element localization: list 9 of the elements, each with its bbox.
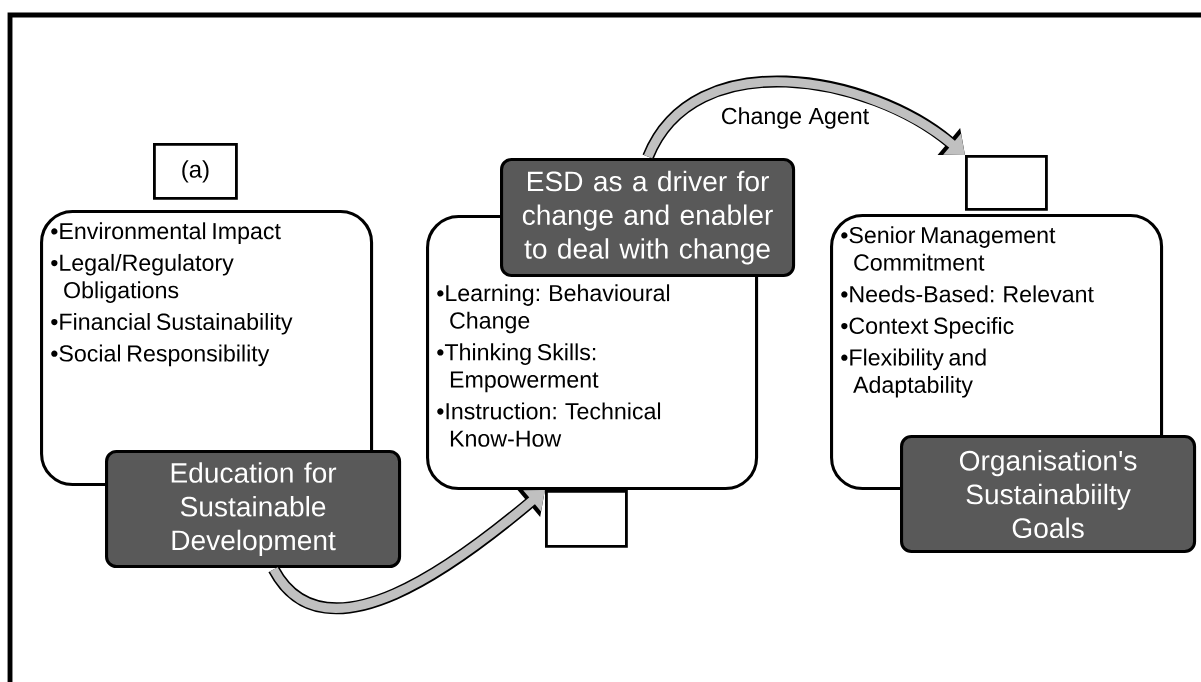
title-box: Education for Sustainable Development bbox=[105, 450, 402, 569]
edge-label: Change Agent bbox=[719, 105, 871, 131]
title-box: Organisation's Sustainabiilty Goals bbox=[900, 435, 1197, 554]
title-box: ESD as a driver for change and enabler to deal with change bbox=[500, 158, 796, 278]
label-box bbox=[545, 490, 628, 548]
label-box: (a) bbox=[153, 143, 238, 200]
curved-arrow bbox=[268, 490, 545, 614]
curved-arrow bbox=[642, 75, 965, 160]
label-box bbox=[965, 155, 1048, 211]
